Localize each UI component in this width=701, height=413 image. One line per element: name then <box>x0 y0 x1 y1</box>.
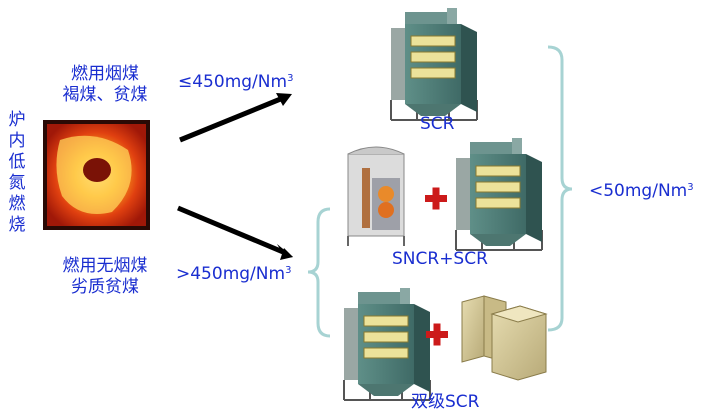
coal-type-bottom-line: 劣质贫煤 <box>71 277 139 297</box>
side-label-char: 氮 <box>8 173 26 193</box>
scr-reactor-image <box>390 7 478 121</box>
option-label-sncr-scr: SNCR+SCR <box>392 249 488 269</box>
plus-icon-bottom <box>426 323 448 346</box>
result-label: <50mg/Nm3 <box>589 177 694 202</box>
result-text: <50mg/Nm <box>589 181 688 201</box>
side-label-char: 炉 <box>8 110 26 130</box>
limit-label-bottom: >450mg/Nm3 <box>176 260 291 285</box>
scr-reactor-bottom-image <box>343 287 431 401</box>
scr-reactor-middle-image <box>455 137 543 251</box>
left-bracket <box>307 207 331 338</box>
side-label-char: 燃 <box>8 194 26 214</box>
coal-type-bottom: 燃用无烟煤 劣质贫煤 <box>50 256 160 298</box>
result-sup: 3 <box>687 182 694 193</box>
right-bracket <box>547 45 573 332</box>
option-label-scr: SCR <box>420 114 455 134</box>
limit-top-sup: 3 <box>287 73 294 84</box>
side-label-low-nox-combustion: 炉 内 低 氮 燃 烧 <box>6 110 28 236</box>
coal-type-bottom-line: 燃用无烟煤 <box>62 256 148 276</box>
coal-type-top-line: 燃用烟煤 <box>71 64 139 84</box>
furnace-flame-image <box>43 120 150 230</box>
limit-top-text: ≤450mg/Nm <box>178 72 288 92</box>
side-label-char: 烧 <box>8 215 26 235</box>
arrow-upper <box>179 93 292 143</box>
limit-label-top: ≤450mg/Nm3 <box>178 68 293 93</box>
limit-bottom-sup: 3 <box>285 265 292 276</box>
sncr-unit-image <box>347 146 405 246</box>
plus-icon-middle <box>425 187 447 210</box>
arrow-lower <box>177 205 293 260</box>
option-label-double-scr: 双级SCR <box>411 392 480 412</box>
limit-bottom-text: >450mg/Nm <box>176 264 286 284</box>
coal-type-top-line: 褐煤、贫煤 <box>62 85 148 105</box>
catalyst-blocks-image <box>461 295 548 381</box>
coal-type-top: 燃用烟煤 褐煤、贫煤 <box>50 64 160 106</box>
side-label-char: 内 <box>8 131 26 151</box>
side-label-char: 低 <box>8 152 26 172</box>
